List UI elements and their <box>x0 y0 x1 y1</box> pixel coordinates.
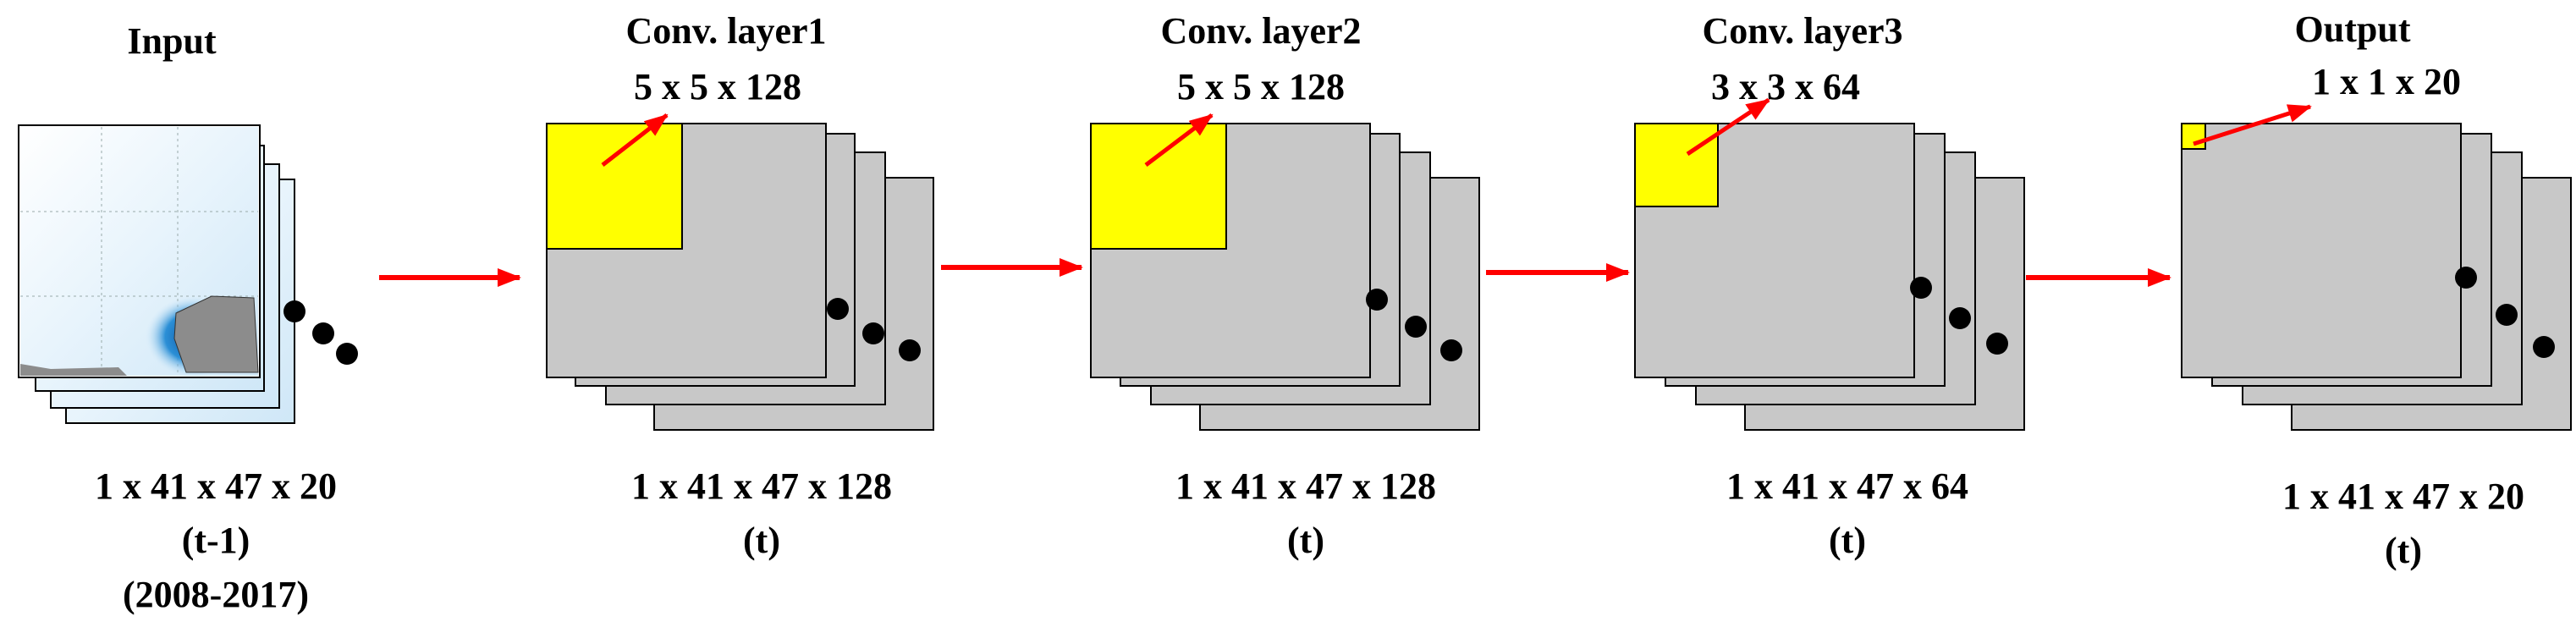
stage-dims: 1 x 41 x 47 x 64 <box>1726 465 1968 507</box>
conv-layer1-stack <box>546 123 934 431</box>
stage-time: (t-1) <box>181 520 250 561</box>
land-strip <box>20 364 127 376</box>
stage-time: (t) <box>743 520 780 561</box>
flow-arrows <box>379 258 2171 287</box>
stage-kernel-size: 5 x 5 x 128 <box>634 66 801 107</box>
stage-title: Conv. layer3 <box>1702 10 1903 52</box>
input-stack <box>18 124 295 424</box>
stage-dims: 1 x 41 x 47 x 20 <box>2282 476 2524 517</box>
stage-time: (t) <box>1287 520 1324 561</box>
conv-layer2-dots <box>1366 289 1462 361</box>
kernel-pointer-arrow <box>1144 113 1214 167</box>
input-ellipsis-dots <box>283 300 358 365</box>
kernel-5x5 <box>546 123 683 250</box>
conv-layer3-dots <box>1910 277 2008 355</box>
stage-title: Conv. layer2 <box>1160 10 1362 52</box>
stage-kernel-size: 1 x 1 x 20 <box>2312 61 2461 102</box>
land-polygon <box>173 295 259 373</box>
stage-kernel-size: 5 x 5 x 128 <box>1177 66 1345 107</box>
stage-dims: 1 x 41 x 47 x 20 <box>95 465 337 507</box>
kernel-pointer-arrows <box>601 97 2312 167</box>
stage-kernel-size: 3 x 3 x 64 <box>1711 66 1860 107</box>
kernel-1x1 <box>2181 123 2206 150</box>
conv-layer1-dots <box>827 298 921 361</box>
input-frame-1-map <box>18 124 261 378</box>
kernel-3x3 <box>1634 123 1719 207</box>
stage-time: (t) <box>1829 520 1866 561</box>
stage-title: Conv. layer1 <box>625 10 827 52</box>
kernel-pointer-arrow <box>1686 97 1770 157</box>
output-dots <box>2455 267 2555 358</box>
stage-dims: 1 x 41 x 47 x 128 <box>1175 465 1436 507</box>
conv-layer2-stack <box>1090 123 1480 431</box>
kernel-pointer-arrow <box>2193 104 2312 146</box>
stage-dims: 1 x 41 x 47 x 128 <box>631 465 892 507</box>
kernel-pointer-arrow <box>601 113 669 167</box>
kernel-5x5 <box>1090 123 1227 250</box>
conv-layer3-stack <box>1634 123 2025 431</box>
stage-extra: (2008-2017) <box>123 574 309 615</box>
stage-title: Input <box>127 20 217 62</box>
stage-title: Output <box>2294 8 2411 50</box>
output-stack <box>2181 123 2572 431</box>
stage-time: (t) <box>2385 530 2422 571</box>
